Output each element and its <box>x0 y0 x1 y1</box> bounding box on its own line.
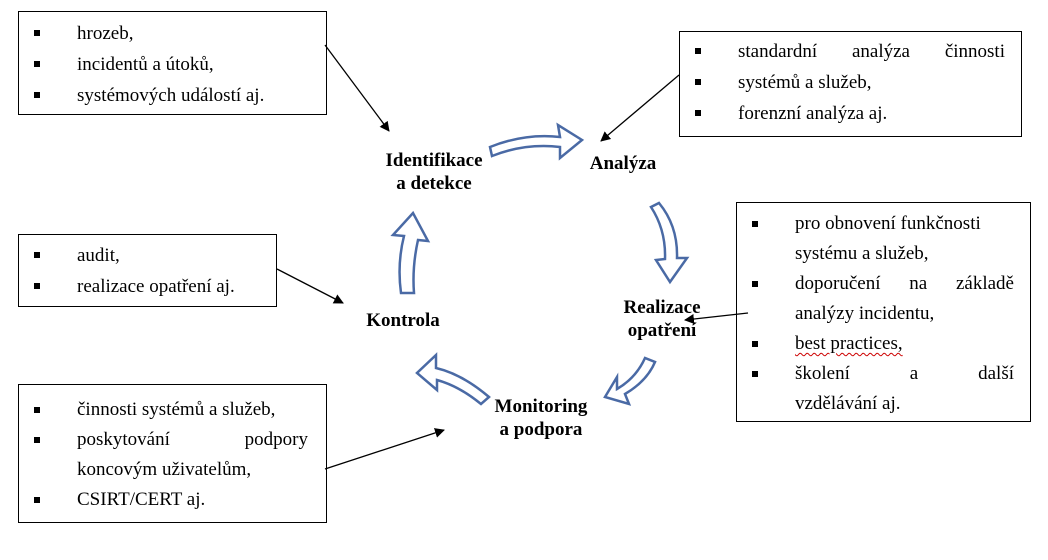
stage-label-line: opatření <box>627 320 697 341</box>
connector-arrow <box>324 428 445 470</box>
connector-arrow <box>600 74 680 142</box>
list-item-continuation: koncovým uživatelům, <box>19 455 308 485</box>
cycle-arrow-top <box>488 122 585 161</box>
list-item: poskytování podpory <box>19 425 308 455</box>
list-item-continuation: vzdělávání aj. <box>737 389 1014 419</box>
list-item: systémových událostí aj. <box>19 80 326 111</box>
list-item: best practices, <box>737 329 1014 359</box>
list-item: incidentů a útoků, <box>19 49 326 80</box>
list-item: hrozeb, <box>19 18 326 49</box>
list-item: audit, <box>19 240 276 271</box>
list-item: činnosti systémů a služeb, <box>19 395 308 425</box>
stage-identification: Identifikace a detekce <box>372 149 496 195</box>
spellcheck-text: best practices, <box>795 333 903 354</box>
cycle-arrow-right <box>649 201 690 285</box>
box-measures: pro obnovení funkčnosti systému a služeb… <box>736 202 1031 422</box>
box-control-activities: audit, realizace opatření aj. <box>18 234 277 307</box>
list-item: realizace opatření aj. <box>19 271 276 302</box>
connector-arrow <box>276 268 344 304</box>
list-item-continuation: systémů a služeb, <box>680 67 1005 98</box>
list-item-text: koncovým uživatelům, <box>77 459 252 480</box>
stage-realization: Realizace opatření <box>612 296 712 342</box>
connector-arrow <box>324 44 390 132</box>
cycle-arrow-left <box>390 210 431 295</box>
box-identification-sources: hrozeb, incidentů a útoků, systémových u… <box>18 11 327 115</box>
stage-label-line: Identifikace <box>385 150 483 171</box>
stage-label-line: Monitoring <box>494 396 588 417</box>
cycle-arrow-bottom <box>415 352 491 406</box>
list-item-continuation: analýzy incidentu, <box>737 299 1014 329</box>
list-item-continuation: systému a služeb, <box>737 239 1014 269</box>
box-analysis-types: standardní analýza činnosti systémů a sl… <box>679 31 1022 137</box>
list-item: školení a další <box>737 359 1014 389</box>
stage-label-line: a podpora <box>499 419 583 440</box>
stage-monitoring: Monitoring a podpora <box>483 395 599 441</box>
box-monitoring-activities: činnosti systémů a služeb, poskytování p… <box>18 384 327 523</box>
stage-label-line: Kontrola <box>366 310 440 331</box>
list-item: pro obnovení funkčnosti <box>737 209 1014 239</box>
list-item-text: vzdělávání aj. <box>795 393 901 414</box>
list-item: doporučení na základě <box>737 269 1014 299</box>
list-item: forenzní analýza aj. <box>680 98 1005 129</box>
list-item: CSIRT/CERT aj. <box>19 485 308 515</box>
stage-label-line: Analýza <box>589 153 657 174</box>
list-item-text: systému a služeb, <box>795 243 929 264</box>
list-item-text: analýzy incidentu, <box>795 303 935 324</box>
list-item: standardní analýza činnosti <box>680 36 1005 67</box>
stage-label-line: a detekce <box>396 173 472 194</box>
list-item-text: systémů a služeb, <box>738 72 872 93</box>
stage-analysis: Analýza <box>578 152 668 175</box>
stage-control: Kontrola <box>356 309 450 332</box>
stage-label-line: Realizace <box>623 297 701 318</box>
connector-arrow <box>684 312 749 324</box>
cycle-arrow-lower-right <box>603 356 657 406</box>
